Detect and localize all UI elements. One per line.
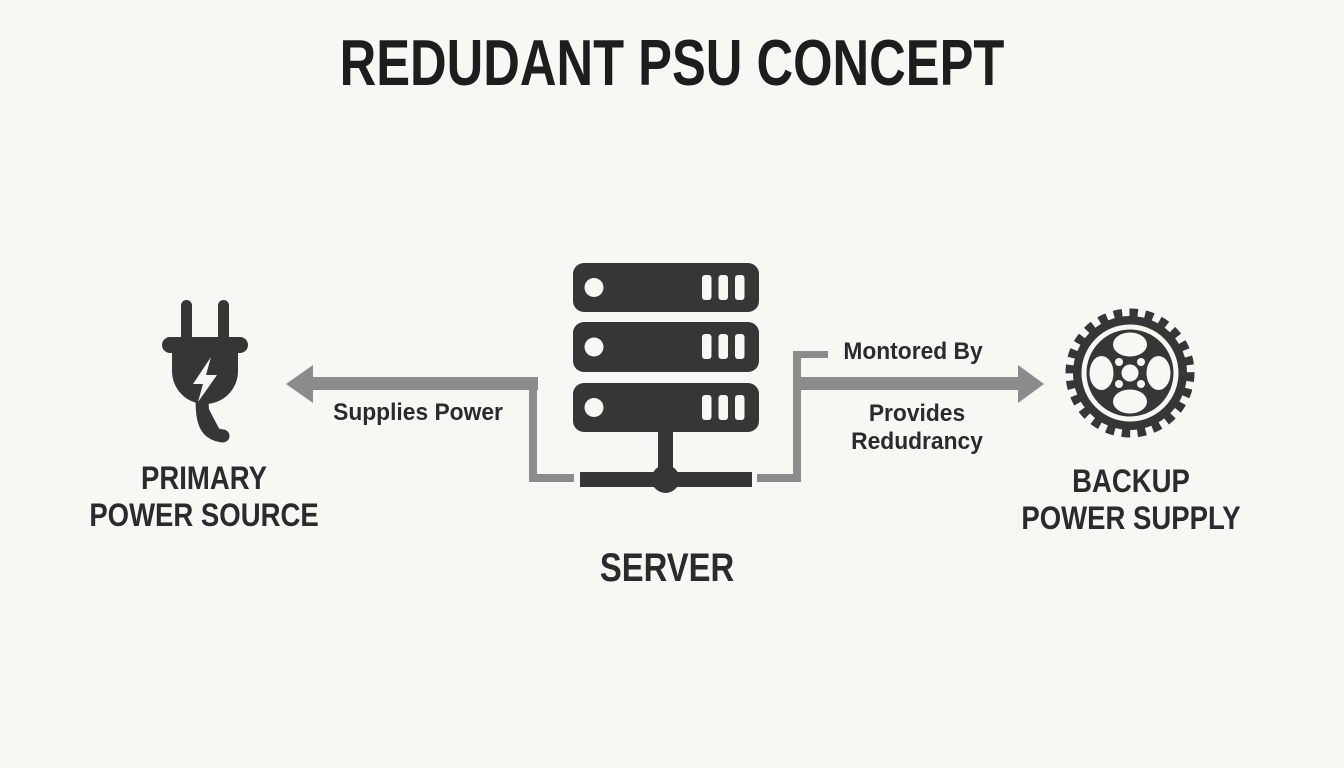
wheel-hub [1121, 364, 1139, 382]
monitored-by-arrow [757, 351, 1044, 482]
network-node-dot [651, 465, 680, 493]
provides-redundancy-label: Provides Redudrancy [851, 400, 983, 456]
provides-redundancy-line1: Provides [868, 400, 966, 427]
supplies-power-label: Supplies Power [333, 399, 503, 426]
backup-label-line2: POWER SUPPLY [1021, 500, 1241, 536]
tire-tread [1065, 308, 1195, 438]
supplies-power-arrow [286, 365, 574, 482]
primary-label-line1: PRIMARY [141, 460, 267, 496]
provides-redundancy-line2: Redudrancy [851, 428, 983, 455]
lightning-bolt-icon [193, 357, 217, 402]
server-stack-icon [573, 263, 759, 493]
power-plug-icon [162, 300, 248, 443]
server-label: SERVER [599, 546, 735, 590]
backup-power-supply-label: BACKUP POWER SUPPLY [1021, 463, 1240, 537]
primary-power-source-label: PRIMARY POWER SOURCE [89, 460, 318, 534]
tire-wheel-icon [1065, 308, 1195, 438]
monitored-by-label: Montored By [843, 338, 983, 365]
diagram-title: REDUDANT PSU CONCEPT [339, 26, 1005, 99]
right-arrowhead-icon [1018, 365, 1044, 403]
primary-label-line2: POWER SOURCE [89, 497, 319, 533]
backup-label-line1: BACKUP [1072, 463, 1190, 499]
left-arrowhead-icon [286, 365, 313, 403]
